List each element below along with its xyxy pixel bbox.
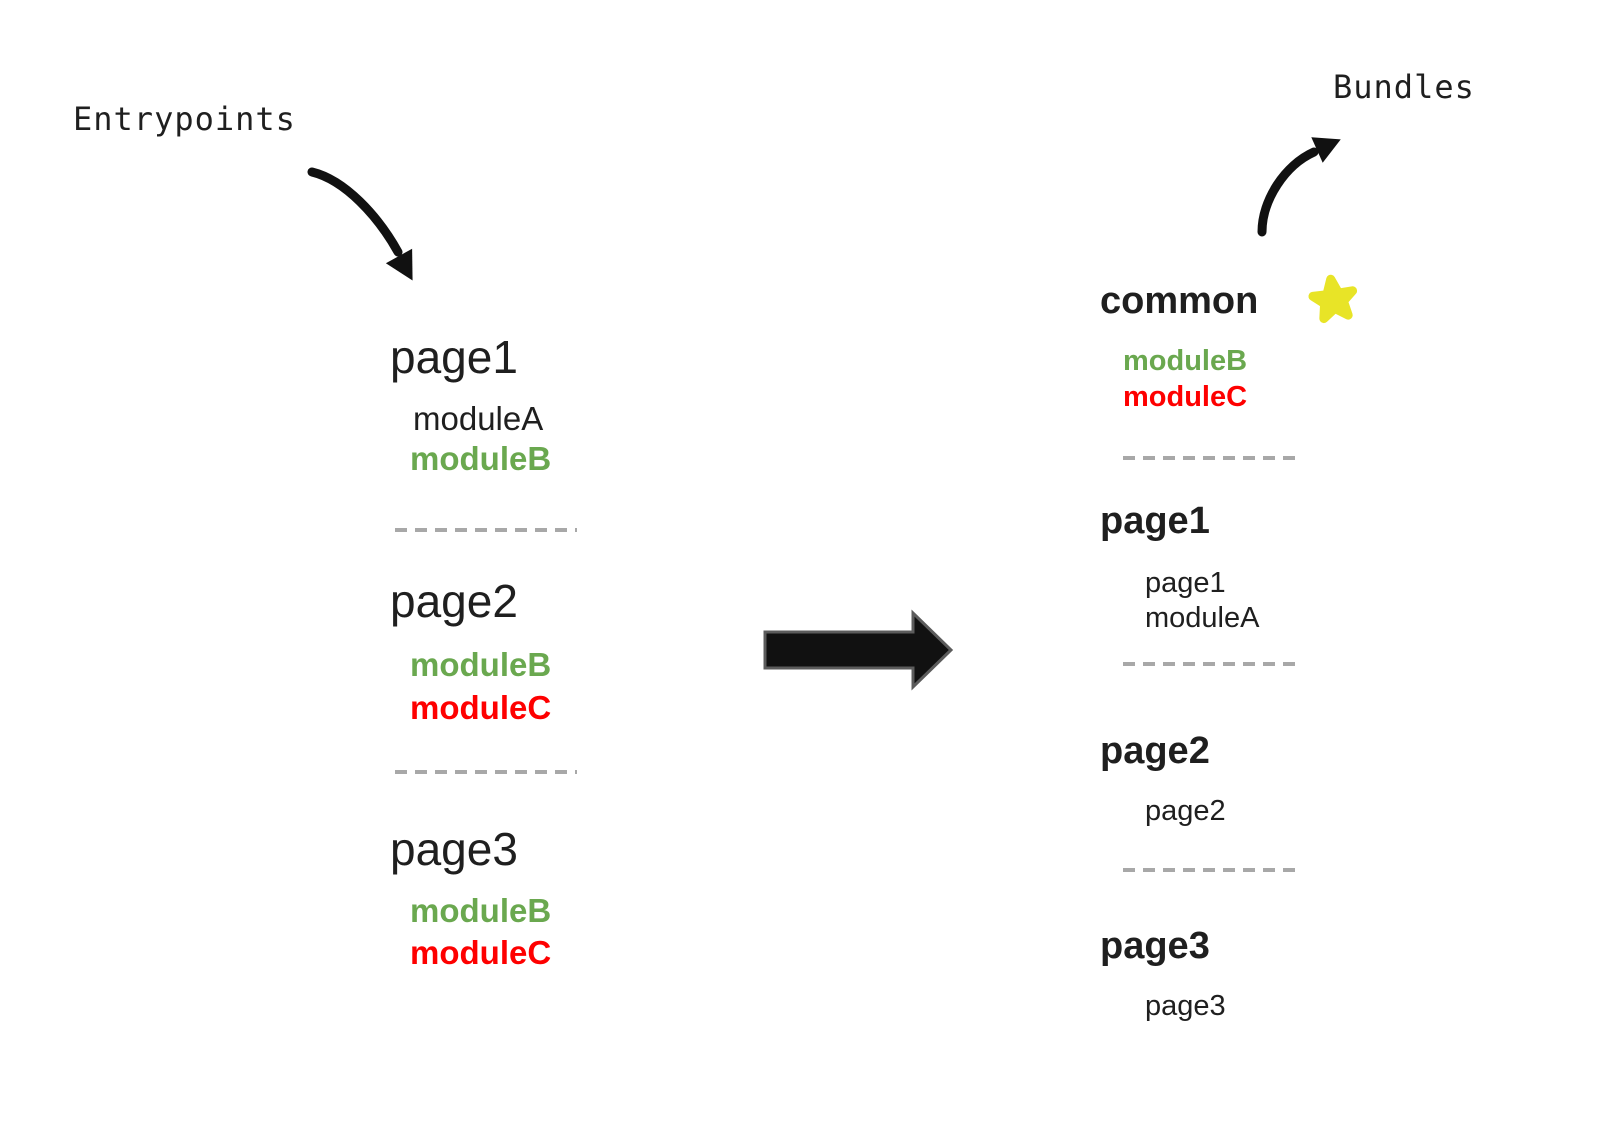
star-icon xyxy=(1299,266,1369,339)
dashed-divider xyxy=(1123,662,1300,666)
dashed-divider xyxy=(395,528,577,532)
entrypoint-page3-module: moduleC xyxy=(410,934,552,971)
bundle-page2-module: page2 xyxy=(1145,795,1226,827)
entrypoints-arrow-icon xyxy=(307,167,413,281)
bundle-page1-title: page1 xyxy=(1100,500,1210,542)
bundles-label: Bundles xyxy=(1333,68,1475,106)
bundles-arrow-icon xyxy=(1257,137,1341,237)
entrypoint-page3-module: moduleB xyxy=(410,892,552,929)
entrypoint-page1-module: moduleA xyxy=(413,400,544,437)
entrypoint-page1-title: page1 xyxy=(390,331,518,383)
entrypoint-page2-title: page2 xyxy=(390,575,518,627)
dashed-divider xyxy=(1123,456,1300,460)
entrypoint-page2-module: moduleB xyxy=(410,646,552,683)
entrypoints-label: Entrypoints xyxy=(73,100,296,138)
bundle-common-title: common xyxy=(1100,280,1259,322)
bundle-common-module: moduleB xyxy=(1123,345,1248,377)
bundle-common-module: moduleC xyxy=(1123,381,1248,413)
bundle-page3-title: page3 xyxy=(1100,925,1210,967)
transform-arrow-icon xyxy=(763,609,954,691)
entrypoint-page3-title: page3 xyxy=(390,823,518,875)
bundle-page3-module: page3 xyxy=(1145,990,1226,1022)
bundle-page2-title: page2 xyxy=(1100,730,1210,772)
dashed-divider xyxy=(395,770,577,774)
entrypoint-page1-module: moduleB xyxy=(410,440,552,477)
entrypoint-page2-module: moduleC xyxy=(410,689,552,726)
dashed-divider xyxy=(1123,868,1300,872)
bundle-page1-module: page1 xyxy=(1145,567,1226,599)
bundle-page1-module: moduleA xyxy=(1145,602,1260,634)
